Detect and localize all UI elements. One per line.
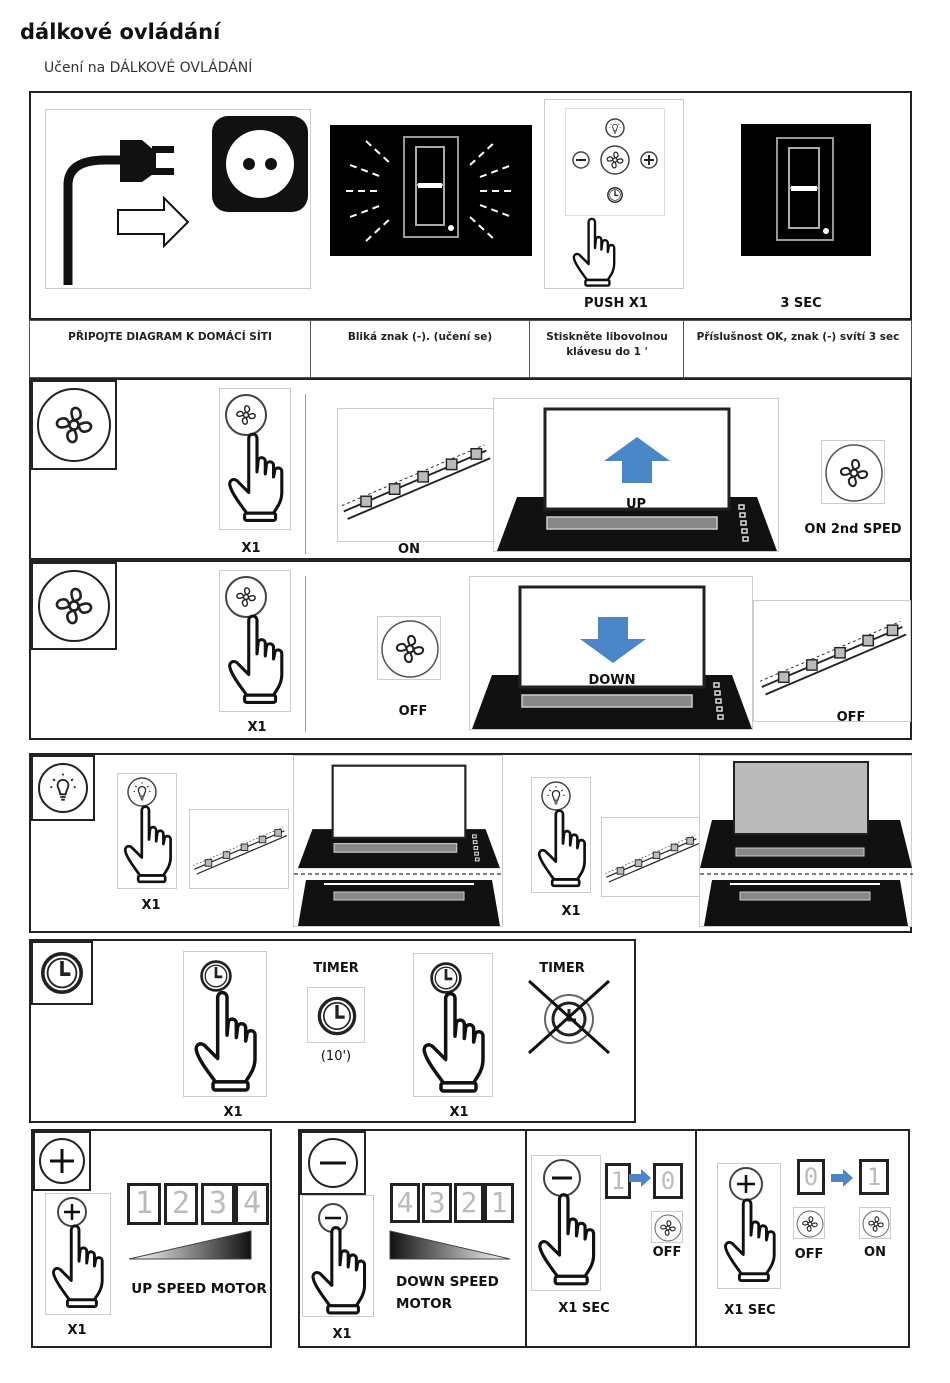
minus-press: X1 SEC [558, 1301, 610, 1316]
fan-on-small [859, 1207, 891, 1239]
digit: 1 [484, 1183, 514, 1223]
speed-down-digits: 4 3 2 1 [390, 1183, 516, 1223]
timer-row: X1 TIMER (10') X1 TIMER [29, 939, 636, 1123]
digit: 4 [235, 1183, 269, 1225]
hood-light-right [699, 755, 913, 927]
minus-icon [300, 1131, 366, 1195]
press-plus-hand-2 [717, 1163, 781, 1289]
pairing-panel: PUSH X1 3 SEC [29, 91, 912, 320]
blinking-display [330, 125, 532, 256]
fan-up-row: X1 ON UP ON 2nd SPED [29, 378, 912, 560]
fan-up-result: ON 2nd SPED [804, 522, 902, 537]
hood-down: DOWN [469, 576, 753, 730]
caption-3: Stiskněte libovolnou klávesu do 1 ' [546, 331, 668, 358]
arrow-right-icon [629, 1169, 651, 1187]
fan-off-small [651, 1211, 683, 1243]
minus-off-panel: 1 0 OFF X1 SEC [525, 1129, 697, 1348]
press-minus-hand [302, 1195, 374, 1317]
fan-down-row: X1 OFF DOWN OFF [29, 560, 912, 740]
push-label: PUSH X1 [584, 296, 648, 311]
press-light-hand-left [117, 773, 177, 889]
fan-icon [31, 562, 117, 650]
digit: 3 [201, 1183, 235, 1225]
speed-down-label-2: MOTOR [396, 1296, 452, 1312]
digit: 2 [454, 1183, 484, 1223]
digit-from: 0 [797, 1159, 825, 1195]
speed-up-panel: X1 1 2 3 4 UP SPEED MOTOR [31, 1129, 272, 1348]
speed-up-digits: 1 2 3 4 [127, 1183, 269, 1225]
timer-label-2: TIMER [539, 961, 585, 976]
plus-press: X1 SEC [724, 1303, 776, 1318]
plus-on-panel: 0 1 OFF ON X1 SEC [695, 1129, 910, 1348]
plus-state-left: OFF [794, 1247, 824, 1262]
press-plus-hand [45, 1193, 111, 1315]
timer-press-left: X1 [223, 1105, 243, 1120]
caption-row: PŘIPOJTE DIAGRAM K DOMÁCÍ SÍTI Bliká zna… [29, 320, 912, 378]
digit-to: 0 [653, 1163, 683, 1199]
digit: 1 [127, 1183, 161, 1225]
press-light-hand-right [531, 777, 591, 893]
timer-clock [307, 987, 365, 1043]
timer-label-1: TIMER [313, 961, 359, 976]
press-minus-hand-2 [531, 1155, 601, 1291]
speed-down-wedge [388, 1229, 512, 1261]
hood-up: UP [493, 398, 779, 552]
speed-down-panel: X1 4 3 2 1 DOWN SPEED MOTOR [298, 1129, 527, 1348]
fan-up-led-state: ON [398, 542, 420, 557]
fan-on-icon [821, 440, 885, 504]
minus-state: OFF [652, 1245, 682, 1260]
remote-control [544, 99, 684, 289]
press-fan-hand [219, 570, 291, 712]
digit: 4 [390, 1183, 420, 1223]
digit-from: 1 [605, 1163, 631, 1199]
digit: 2 [164, 1183, 198, 1225]
seconds-label: 3 SEC [780, 296, 822, 311]
hood-light-left [293, 755, 504, 927]
fan-down-led-state: OFF [836, 710, 866, 725]
led-strip-light-right [601, 817, 701, 897]
direction-down: DOWN [588, 673, 636, 688]
plus-state-right: ON [864, 1245, 886, 1260]
speed-up-press: X1 [67, 1323, 87, 1338]
speed-up-label: UP SPEED MOTOR [131, 1281, 267, 1297]
light-press-right: X1 [561, 904, 581, 919]
light-press-left: X1 [141, 898, 161, 913]
clock-icon [31, 941, 93, 1005]
light-icon [31, 755, 95, 821]
page-title: dálkové ovládání [20, 20, 221, 44]
digit-to: 1 [859, 1159, 889, 1195]
fan-icon [31, 380, 117, 470]
timer-value: (10') [320, 1049, 352, 1064]
caption-1: PŘIPOJTE DIAGRAM K DOMÁCÍ SÍTI [68, 331, 272, 343]
plug-illustration [45, 109, 311, 289]
digit: 3 [422, 1183, 452, 1223]
speed-down-label-1: DOWN SPEED [396, 1274, 499, 1290]
fan-down-press: X1 [247, 720, 267, 735]
steady-display [741, 124, 871, 256]
press-fan-hand [219, 388, 291, 530]
press-timer-hand-right [413, 953, 493, 1097]
led-strip-off [753, 600, 911, 722]
press-timer-hand-left [183, 951, 267, 1097]
fan-down-state: OFF [398, 704, 428, 719]
fan-off-small [793, 1207, 825, 1239]
caption-4: Příslušnost OK, znak (-) svítí 3 sec [696, 331, 900, 343]
led-strip-on [337, 408, 495, 542]
arrow-right-icon [831, 1169, 853, 1187]
fan-up-press: X1 [241, 541, 261, 556]
speed-up-wedge [128, 1229, 253, 1261]
led-strip-light-left [189, 809, 289, 889]
fan-off-icon [377, 616, 441, 680]
plus-icon [33, 1131, 91, 1191]
timer-cancel-icon [525, 977, 613, 1057]
direction-up: UP [625, 497, 647, 512]
light-row: X1 X1 [29, 753, 913, 933]
page-subtitle: Učení na DÁLKOVÉ OVLÁDÁNÍ [44, 60, 253, 76]
caption-2: Bliká znak (-). (učení se) [347, 331, 493, 343]
speed-down-press: X1 [332, 1327, 352, 1342]
timer-press-right: X1 [449, 1105, 469, 1120]
